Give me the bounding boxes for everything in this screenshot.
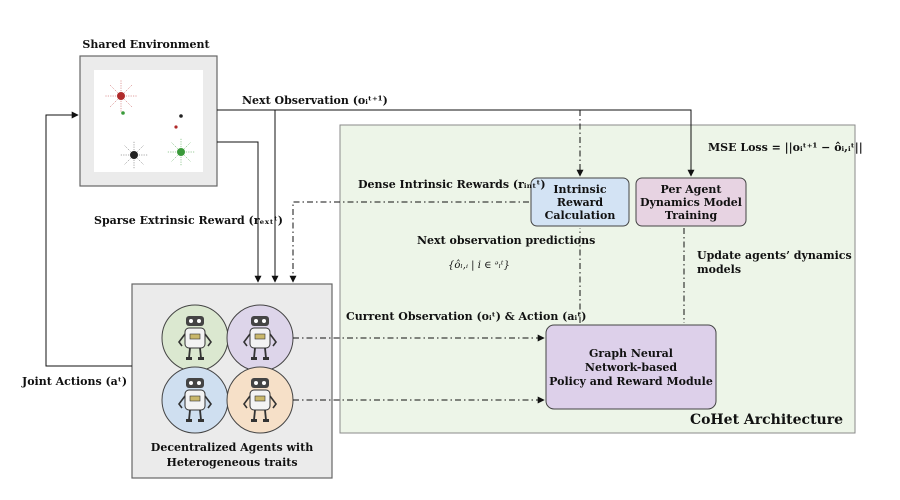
mse-loss-label: MSE Loss = ||oᵢᵗ⁺¹ − ôᵢ,ᵢᵗ||: [708, 141, 863, 154]
sparse-reward-label: Sparse Extrinsic Reward (rₑₓₜᵗ): [94, 214, 283, 227]
next-obs-predictions-label: Next observation predictions: [417, 234, 595, 247]
agent-purple: [226, 304, 294, 372]
red-agent-particle: [105, 80, 137, 112]
agents-caption-line2: Heterogeneous traits: [166, 456, 297, 469]
gnn-line3: Policy and Reward Module: [549, 375, 713, 388]
robot-icon: [178, 378, 212, 422]
update-dynamics-label-2: models: [697, 263, 741, 276]
intrinsic-line2: Reward: [557, 196, 604, 209]
agents-box: [131, 283, 333, 479]
dark-landmark-dot: [179, 114, 183, 118]
gnn-policy-node: [545, 324, 717, 410]
red-landmark-dot: [174, 125, 178, 129]
robot-icon: [243, 378, 277, 422]
intrinsic-reward-node: [530, 177, 630, 227]
agent-green: [161, 304, 229, 372]
update-dynamics-label-1: Update agents’ dynamics: [697, 249, 852, 262]
black-agent-particle: [120, 141, 148, 169]
agent-orange: [226, 366, 294, 434]
dynamics-line3: Training: [665, 209, 718, 222]
agent-blue: [161, 366, 229, 434]
dense-rewards-label: Dense Intrinsic Rewards (rᵢₙₜᵗ): [358, 178, 546, 191]
green-agent-particle: [167, 138, 195, 166]
connectors: [45, 109, 695, 404]
intrinsic-line1: Intrinsic: [553, 183, 607, 196]
joint-actions-label: Joint Actions (aᵗ): [21, 375, 127, 388]
dense-rewards-line: [289, 201, 529, 283]
robot-icon: [243, 316, 277, 360]
dynamics-model-node: [635, 177, 747, 227]
prediction-set-label: {ôₗ,ᵢ | i ∈ ᵊₗᵗ}: [448, 260, 510, 271]
next-observation-line: [217, 109, 695, 177]
current-observation-label: Current Observation (oᵢᵗ) & Action (aᵢᵗ): [346, 310, 586, 323]
dynamics-line2: Dynamics Model: [640, 196, 742, 209]
gnn-line2: Network-based: [585, 361, 677, 374]
next-observation-label: Next Observation (oᵢᵗ⁺¹): [242, 94, 388, 107]
cohet-architecture-title: CoHet Architecture: [690, 412, 843, 428]
green-landmark-dot: [121, 111, 125, 115]
environment-particles: [105, 80, 195, 169]
joint-actions-line: [45, 111, 132, 367]
gnn-line1: Graph Neural: [589, 347, 673, 360]
agents-caption-line1: Decentralized Agents with: [151, 441, 313, 454]
shared-environment-title: Shared Environment: [82, 38, 210, 51]
intrinsic-line3: Calculation: [545, 209, 616, 222]
robot-icon: [178, 316, 212, 360]
dynamics-line1: Per Agent: [661, 183, 723, 196]
sparse-reward-line: [217, 141, 262, 283]
